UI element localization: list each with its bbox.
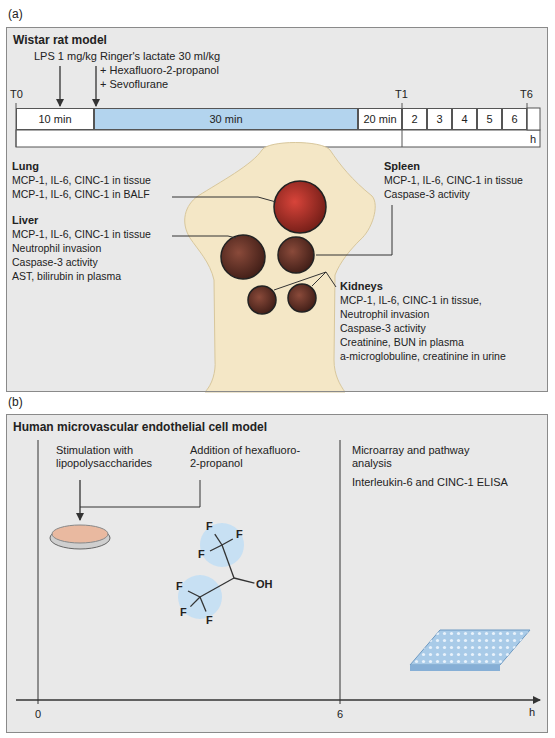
chemical-bond xyxy=(190,597,200,607)
annotation: Stimulation with lipopolysaccharides xyxy=(56,444,174,470)
atom-symbol: F xyxy=(180,606,187,619)
atom-symbol: F xyxy=(176,580,183,593)
organ-name: Spleen xyxy=(384,160,420,173)
annotation: + Hexafluoro-2-propanol xyxy=(100,64,219,77)
atom-symbol: F xyxy=(236,528,243,541)
segment-label: 30 min xyxy=(209,113,242,125)
segment-label: 10 min xyxy=(38,113,71,125)
chemical-bond xyxy=(210,545,222,551)
timeline-segment: 3 xyxy=(427,108,452,130)
timeline-segment: 5 xyxy=(477,108,502,130)
panel-title: Human microvascular endothelial cell mod… xyxy=(13,420,267,434)
segment-label: 4 xyxy=(461,113,467,125)
timeline-segment: 30 min xyxy=(94,108,358,130)
measurement-note: a-microglobuline, creatinine in urine xyxy=(340,350,506,363)
organ-name: Kidneys xyxy=(340,280,383,293)
chemical-bond xyxy=(222,545,234,578)
measurement-note: Neutrophil invasion xyxy=(12,242,101,255)
measurement-note: Creatinine, BUN in plasma xyxy=(340,336,464,349)
measurement-note: Neutrophil invasion xyxy=(340,308,429,321)
segment-label: 20 min xyxy=(363,113,396,125)
measurement-note: MCP-1, IL-6, CINC-1 in BALF xyxy=(12,188,150,201)
measurement-note: Caspase-3 activity xyxy=(12,256,98,269)
segment-label: 3 xyxy=(436,113,442,125)
measurement-note: Caspase-3 activity xyxy=(384,188,470,201)
timeline-segment: 20 min xyxy=(358,108,402,130)
atom-symbol: F xyxy=(198,548,205,561)
segment-label: 6 xyxy=(511,113,517,125)
segment-label: 2 xyxy=(411,113,417,125)
annotation: Ringer's lactate 30 ml/kg xyxy=(100,50,220,63)
timeline-segment: 10 min xyxy=(16,108,94,130)
annotation: h xyxy=(530,133,536,146)
chemical-bond xyxy=(200,597,206,611)
annotation: h xyxy=(529,706,535,719)
annotation: T0 xyxy=(10,88,23,101)
organ-name: Lung xyxy=(12,160,39,173)
chemical-bond xyxy=(200,578,234,597)
measurement-note: MCP-1, IL-6, CINC-1 in tissue xyxy=(384,174,523,187)
annotation: Addition of hexafluoro-2-propanol xyxy=(190,444,302,470)
chemical-bond xyxy=(234,578,254,583)
annotation: 0 xyxy=(35,708,41,721)
measurement-note: AST, bilirubin in plasma xyxy=(12,270,121,283)
annotation: Microarray and pathway analysis xyxy=(352,444,492,470)
measurement-note: MCP-1, IL-6, CINC-1 in tissue xyxy=(12,174,151,187)
panel-letter: (b) xyxy=(8,396,23,409)
timeline-segment: 2 xyxy=(402,108,427,130)
annotation: + Sevoflurane xyxy=(100,78,168,91)
atom-symbol: F xyxy=(206,520,213,533)
measurement-note: MCP-1, IL-6, CINC-1 in tissue, xyxy=(340,294,482,307)
chemical-bond xyxy=(215,534,222,545)
segment-label: 5 xyxy=(486,113,492,125)
panel-title: Wistar rat model xyxy=(13,33,107,47)
annotation: 6 xyxy=(337,708,343,721)
atom-symbol: OH xyxy=(256,578,273,591)
panel-frame: Wistar rat model 10 min 30 min 20 min 2 3 4 5 6 xyxy=(6,27,548,392)
chemical-bond xyxy=(188,591,200,597)
measurement-note: Caspase-3 activity xyxy=(340,322,426,335)
annotation: Interleukin-6 and CINC-1 ELISA xyxy=(352,476,508,489)
annotation: LPS 1 mg/kg xyxy=(34,50,97,63)
atom-symbol: F xyxy=(206,614,213,627)
chemical-bond xyxy=(222,539,233,545)
annotation: T1 xyxy=(395,88,408,101)
measurement-note: MCP-1, IL-6, CINC-1 in tissue xyxy=(12,228,151,241)
annotation: T6 xyxy=(520,88,533,101)
organ-name: Liver xyxy=(12,214,38,227)
timeline-segment: 6 xyxy=(502,108,527,130)
panel-letter: (a) xyxy=(8,8,23,21)
timeline-segment: 4 xyxy=(452,108,477,130)
